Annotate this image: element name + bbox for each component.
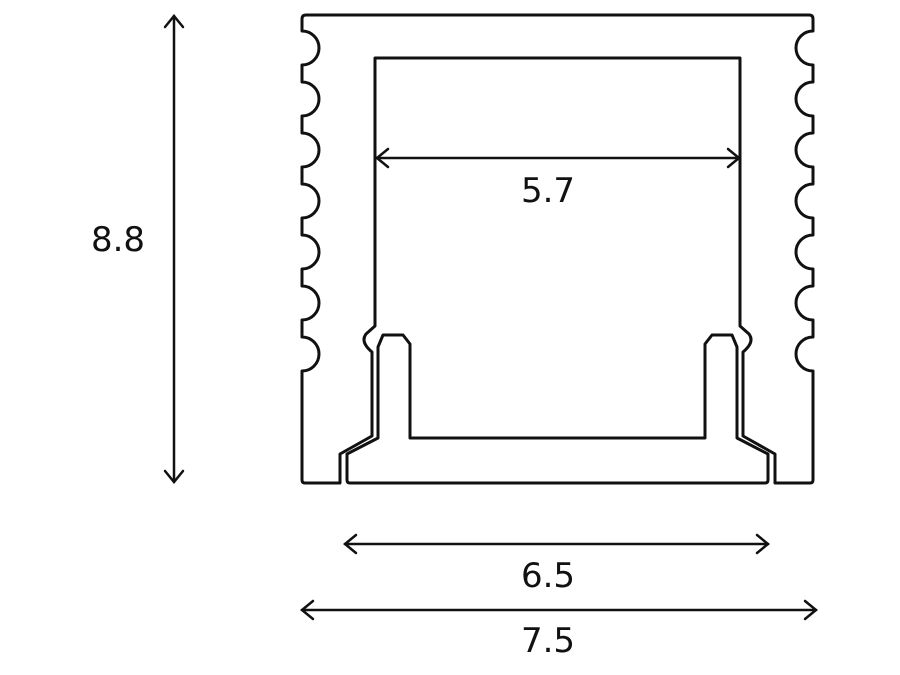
insert-width-label: 6.5 — [521, 556, 575, 596]
inner-width-dimension — [375, 147, 741, 169]
inner-width-label: 5.7 — [521, 171, 575, 211]
height-dimension — [163, 14, 185, 484]
outer-width-label: 7.5 — [521, 621, 575, 661]
height-label: 8.8 — [91, 220, 145, 260]
insert-width-dimension — [343, 533, 770, 555]
insert-profile — [345, 333, 770, 485]
outer-width-dimension — [300, 599, 818, 621]
outer-profile — [300, 13, 815, 485]
